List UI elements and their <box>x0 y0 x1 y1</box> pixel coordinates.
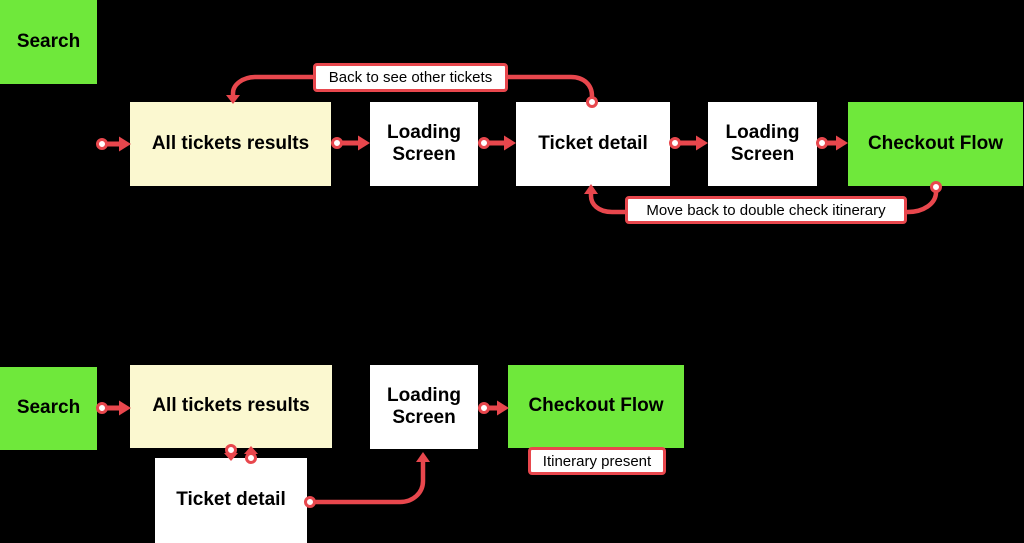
annotation-move-back-itinerary: Move back to double check itinerary <box>625 196 907 224</box>
node-ticket-detail-bottom: Ticket detail <box>155 458 307 543</box>
connector-search-to-alltickets-bottom <box>96 400 131 416</box>
connector-ticketdetail-to-loading2-top <box>669 135 708 151</box>
node-all-tickets-top: All tickets results <box>130 102 331 186</box>
connector-alltickets-to-loading1-top <box>331 135 370 151</box>
node-loading-screen-bottom: Loading Screen <box>370 365 478 449</box>
node-checkout-flow-bottom: Checkout Flow <box>508 365 684 448</box>
node-checkout-flow-top: Checkout Flow <box>848 102 1023 186</box>
annotation-back-to-other-tickets: Back to see other tickets <box>313 63 508 92</box>
node-loading-screen-1-top: Loading Screen <box>370 102 478 186</box>
connector-loading2-to-checkout-top <box>816 135 848 151</box>
node-loading-screen-2-top: Loading Screen <box>708 102 817 186</box>
node-search-bottom: Search <box>0 367 97 450</box>
connector-ticketdetail-to-loading-bottom <box>304 452 430 508</box>
node-search-top: Search <box>0 0 97 84</box>
connector-search-to-alltickets-top <box>96 136 131 152</box>
connector-loading1-to-ticketdetail-top <box>478 135 516 151</box>
node-all-tickets-bottom: All tickets results <box>130 365 332 448</box>
connector-loading-to-checkout-bottom <box>478 400 509 416</box>
annotation-itinerary-present: Itinerary present <box>528 447 666 475</box>
node-ticket-detail-top: Ticket detail <box>516 102 670 186</box>
